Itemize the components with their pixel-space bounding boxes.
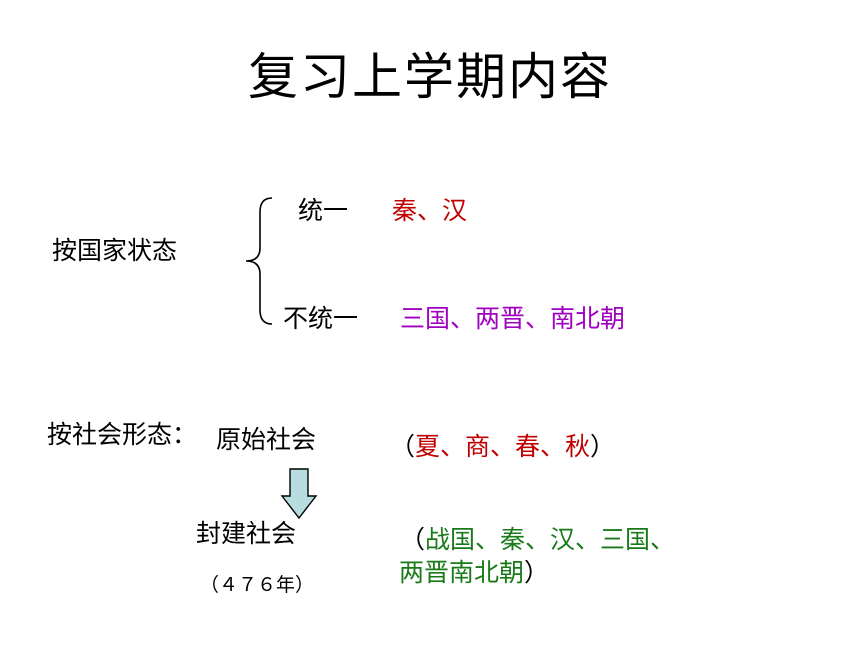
divided-label: 不统一 xyxy=(283,304,359,333)
feudal-dynasties-second: 两晋南北朝 xyxy=(399,558,525,587)
unified-label: 统一 xyxy=(298,196,349,225)
feudal-dynasties-line2: 两晋南北朝） xyxy=(399,560,549,585)
feudal-start-year: （４７６年） xyxy=(200,574,315,596)
paren-close: ） xyxy=(590,432,616,461)
primitive-dynasties-text: （夏、商、春、秋） xyxy=(390,434,615,459)
brace-icon xyxy=(245,197,273,325)
paren-open: （ xyxy=(400,525,426,554)
down-arrow-icon xyxy=(280,468,318,520)
feudal-society-label: 封建社会 xyxy=(196,519,297,548)
primitive-dynasties: 夏、商、春、秋 xyxy=(415,432,591,461)
divided-dynasties: 三国、两晋、南北朝 xyxy=(400,304,626,333)
paren-close: ） xyxy=(524,558,550,587)
feudal-dynasties-first: 战国、秦、汉、三国、 xyxy=(425,525,676,554)
feudal-dynasties-line1: （战国、秦、汉、三国、 xyxy=(400,527,675,552)
slide-title: 复习上学期内容 xyxy=(248,48,612,106)
unified-dynasties: 秦、汉 xyxy=(392,196,468,225)
state-category-label: 按国家状态 xyxy=(52,236,178,265)
primitive-society-label: 原始社会 xyxy=(216,425,317,454)
social-category-label: 按社会形态： xyxy=(47,420,198,449)
paren-open: （ xyxy=(390,432,416,461)
